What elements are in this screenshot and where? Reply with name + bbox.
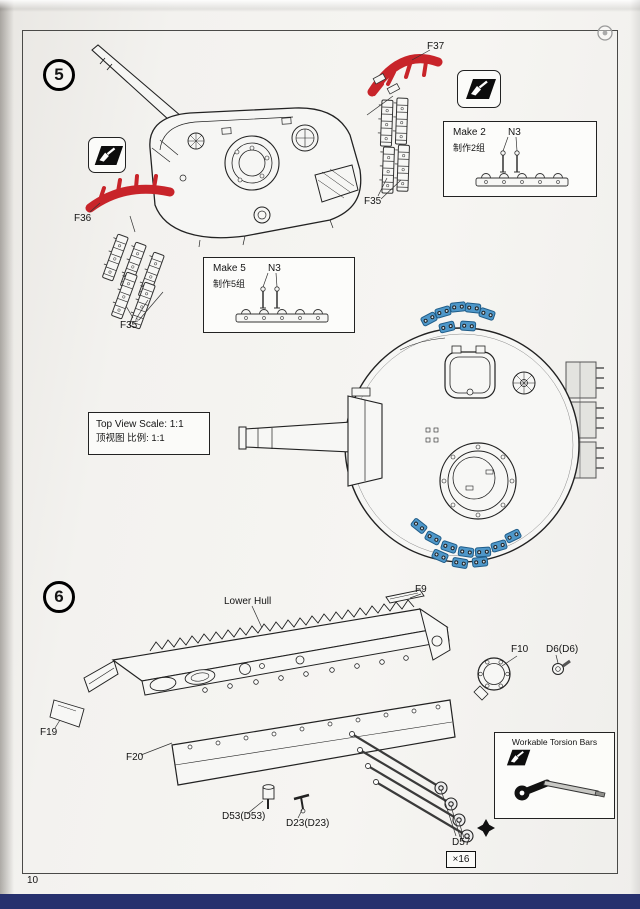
paint-brush-icon: [93, 144, 124, 166]
torsion-bars-box: Workable Torsion Bars: [494, 732, 615, 819]
make2-count-label: Make 2: [453, 127, 486, 138]
make2-part-art: [475, 136, 569, 187]
make5-count-label: Make 5: [213, 263, 246, 274]
f36-red-part: [85, 174, 175, 213]
step5-number: 5: [54, 65, 64, 84]
f19-label: F19: [40, 727, 58, 738]
d53-label: D53(D53): [222, 811, 266, 822]
d6-label: D6(D6): [546, 644, 579, 655]
corner-emblem-icon: [597, 25, 613, 41]
make5-box: Make 5 制作5组 N3: [203, 257, 355, 333]
scale-box: Top View Scale: 1:1 顶视图 比例: 1:1: [88, 412, 210, 455]
f35-right-label: F35: [364, 196, 382, 207]
make5-part-label: N3: [268, 263, 281, 274]
make2-box: Make 2 制作2组 N3: [443, 121, 597, 197]
torsion-bar-parts: [349, 731, 474, 843]
detail-parts: [49, 589, 571, 814]
f10-label: F10: [511, 644, 529, 655]
torsion-box-title: Workable Torsion Bars: [511, 737, 598, 747]
f37-red-part: [367, 54, 443, 97]
footer-color-bar: [0, 894, 640, 909]
f37-label: F37: [427, 41, 445, 52]
step6-number: 6: [54, 587, 64, 606]
d23-label: D23(D23): [286, 818, 330, 829]
quantity-value: ×16: [452, 854, 470, 865]
quantity-box: ×16: [446, 851, 476, 868]
turret-top-view-drawing: [238, 301, 604, 570]
paint-brush-icon: [464, 78, 497, 100]
page-border-frame: [22, 30, 618, 874]
turret-top-drawing: [91, 44, 362, 248]
step6-badge: 6: [43, 581, 75, 613]
make5-part-art: [235, 272, 329, 323]
f20-label: F20: [126, 752, 144, 763]
cement-brush-box-left: [88, 137, 126, 173]
f36-label: F36: [74, 213, 92, 224]
leader-lines: [54, 49, 559, 839]
paint-brush-icon: [505, 748, 532, 767]
f35-sprue-cluster: [98, 232, 165, 330]
f35-left-label: F35: [120, 320, 138, 331]
f35-sprue-right: [376, 97, 410, 194]
movable-star-icon: [477, 819, 495, 837]
lower-hull-label: Lower Hull: [224, 596, 272, 607]
scale-line-cn: 顶视图 比例: 1:1: [96, 433, 165, 444]
make5-count-label-cn: 制作5组: [213, 279, 246, 289]
small-claw-parts: [372, 72, 401, 95]
hull-drawing: [83, 599, 456, 786]
step5-badge: 5: [43, 59, 75, 91]
make2-count-label-cn: 制作2组: [453, 143, 486, 153]
scale-line-en: Top View Scale: 1:1: [96, 419, 184, 430]
d57-label: D57: [452, 837, 471, 848]
page-number: 10: [27, 875, 39, 886]
f9-label: F9: [415, 584, 427, 595]
make2-part-label: N3: [508, 127, 521, 138]
torsion-bar-art: [505, 748, 606, 801]
cement-brush-box-top: [457, 70, 501, 108]
